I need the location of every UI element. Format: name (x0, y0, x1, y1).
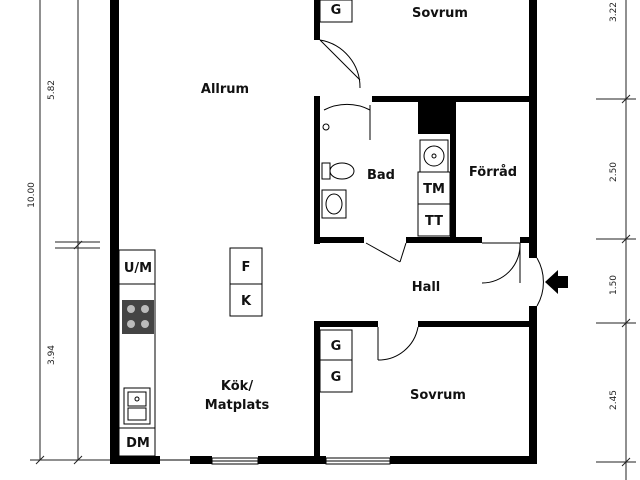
sink-icon (123, 387, 151, 425)
room-label-sovrum-bottom: Sovrum (410, 388, 466, 403)
dimension-label-left-upper: 5.82 (47, 80, 57, 100)
walls (110, 0, 537, 464)
fixture-label-tt: TT (425, 214, 443, 229)
dimension-lines-right (596, 0, 636, 480)
dimension-lines-left (30, 0, 110, 465)
fixture-label-g-top: G (331, 3, 342, 18)
fixture-label-k: K (241, 294, 252, 309)
washbasin-icon-2 (419, 139, 449, 173)
room-label-allrum: Allrum (201, 82, 249, 97)
dimension-label-right-4: 2.45 (609, 390, 619, 410)
fixture-label-dm: DM (126, 436, 150, 451)
room-label-forrad: Förråd (469, 165, 517, 180)
dimension-label-right-2: 2.50 (609, 162, 619, 182)
dimension-label-right-1: 3.22 (609, 2, 619, 22)
fridge-freezer-boxes (229, 247, 263, 317)
room-label-hall: Hall (412, 280, 441, 295)
room-label-kok-line1: Kök/ (221, 379, 253, 394)
fixture-label-g-bottom-1: G (331, 339, 342, 354)
shower-icon (322, 103, 371, 140)
laundry-boxes (417, 171, 451, 237)
washbasin-icon (321, 189, 347, 219)
dimension-label-left-lower: 3.94 (47, 345, 57, 365)
fixture-label-um: U/M (124, 261, 152, 276)
room-label-bad: Bad (367, 168, 395, 183)
fixture-label-f: F (242, 260, 251, 275)
doors (319, 39, 544, 361)
entrance-arrow-icon (545, 270, 568, 294)
fixture-label-tm: TM (423, 182, 445, 197)
dimension-label-right-3: 1.50 (609, 275, 619, 295)
fixture-label-g-bottom-2: G (331, 370, 342, 385)
dimension-label-left-total: 10.00 (27, 182, 37, 208)
kitchen-counter (118, 249, 156, 457)
wardrobe-boxes (319, 0, 353, 393)
toilet-icon (321, 162, 355, 180)
stove-icon (122, 300, 154, 334)
room-label-sovrum-top: Sovrum (412, 6, 468, 21)
room-label-kok-line2: Matplats (205, 398, 270, 413)
windows (160, 457, 391, 465)
